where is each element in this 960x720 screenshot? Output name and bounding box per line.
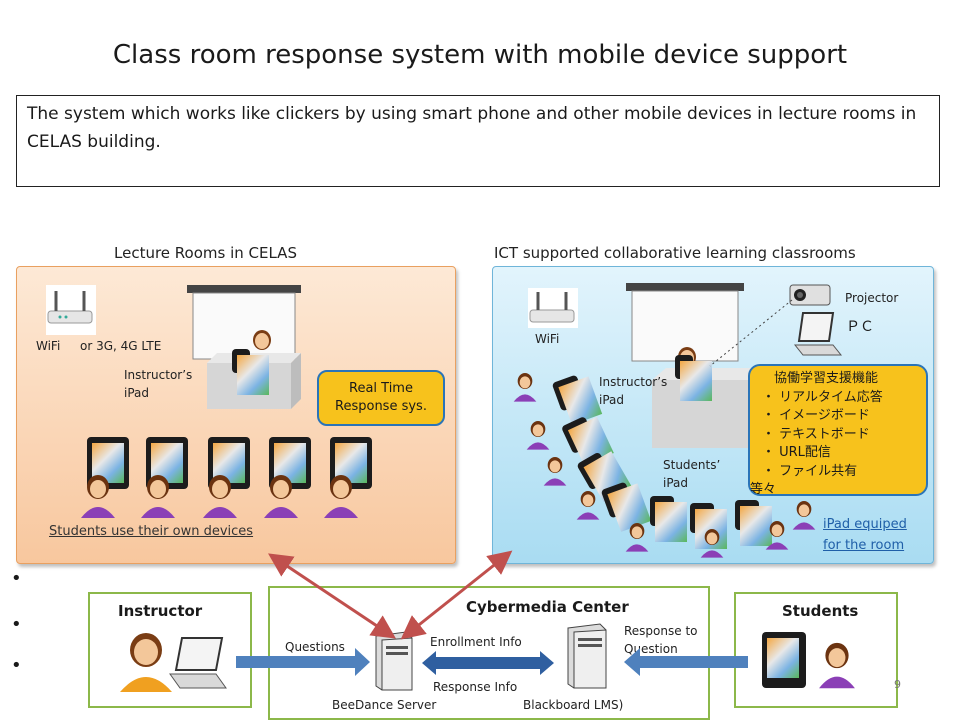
right-section-heading: ICT supported collaborative learning cla… [494, 244, 856, 262]
response-info-label: Response Info [433, 680, 518, 694]
student-person-icon [625, 522, 649, 556]
student-person-icon [765, 520, 789, 554]
student-person-icon [700, 528, 724, 562]
bullet-point: • [11, 655, 22, 676]
enrollment-response-arrow [422, 651, 554, 675]
student-person-icon [80, 474, 116, 522]
instructor-box-label: Instructor [118, 602, 203, 620]
blackboard-server-icon [562, 622, 610, 690]
feature-item: 協働学習支援機能 [774, 371, 879, 386]
right-footer-line1: iPad equiped [823, 517, 907, 532]
pc-label: ＰＣ [846, 319, 874, 335]
feature-item: ・ ファイル共有 [762, 463, 858, 479]
collaborative-features-box: 協働学習支援機能 ・ リアルタイム応答 ・ イメージボード ・ テキストボード … [748, 364, 928, 497]
description-box: The system which works like clickers by … [16, 95, 940, 187]
students-box [734, 592, 898, 708]
student-person-icon [263, 474, 299, 522]
network-label: or 3G, 4G LTE [80, 339, 162, 353]
right-panel-footer: iPad equiped for the room [823, 514, 907, 556]
instructor-ipad-label: Instructor’s iPad [124, 368, 193, 400]
instructor-ipad-icon [232, 349, 269, 395]
bullet-point: • [11, 614, 22, 635]
wifi-router-icon [528, 288, 578, 328]
student-person-icon [792, 500, 816, 534]
blackboard-label: Blackboard LMS) [523, 698, 624, 712]
bullet-point: • [11, 568, 22, 589]
student-tablet-icon [735, 500, 772, 546]
computer-icon [168, 636, 228, 692]
questions-arrow [236, 648, 370, 676]
page-title: Class room response system with mobile d… [112, 40, 848, 70]
right-instructor-ipad-label: Instructor’s iPad [599, 375, 668, 407]
wifi-router-icon [46, 285, 96, 335]
pc-icon [793, 311, 843, 357]
student-person-icon [543, 456, 567, 490]
student-person-icon [576, 490, 600, 524]
student-person-icon [323, 474, 359, 522]
feature-item: 等々 [750, 482, 777, 497]
student-tablet-icon [650, 496, 687, 542]
feature-item: ・ リアルタイム応答 [762, 389, 883, 405]
right-panel-link-arrow [400, 550, 513, 640]
instructor-box [88, 592, 252, 708]
feature-item: ・ イメージボード [762, 408, 870, 423]
page-number: 9 [894, 678, 901, 691]
wifi-label: WiFi [36, 339, 61, 353]
realtime-response-box: Real Time Response sys. [317, 370, 445, 426]
students-ipad-label: Students’ iPad [663, 458, 721, 490]
student-person-icon [202, 474, 238, 522]
feature-item: ・ テキストボード [762, 426, 870, 442]
left-section-heading: Lecture Rooms in CELAS [114, 244, 297, 262]
left-panel-link-arrow [268, 553, 396, 639]
left-panel-footer: Students use their own devices [49, 524, 254, 539]
student-person-icon [818, 640, 856, 694]
projector-screen [187, 285, 301, 365]
beedance-server-label: BeeDance Server [332, 698, 437, 712]
student-person-icon [513, 372, 537, 406]
instructor-person-icon [118, 632, 174, 692]
response-to-question-arrow [624, 648, 748, 676]
right-wifi-label: WiFi [535, 332, 560, 346]
students-box-label: Students [782, 602, 859, 620]
right-footer-line2: for the room [823, 538, 905, 553]
beedance-server-icon [370, 630, 416, 692]
student-person-icon [140, 474, 176, 522]
student-person-icon [526, 420, 550, 454]
student-tablet-icon [762, 632, 806, 688]
projector-label: Projector [845, 291, 899, 305]
instructor-ipad-icon [675, 355, 712, 401]
feature-item: ・ URL配信 [762, 445, 831, 460]
projector-icon [788, 279, 832, 309]
questions-label: Questions [285, 640, 345, 654]
